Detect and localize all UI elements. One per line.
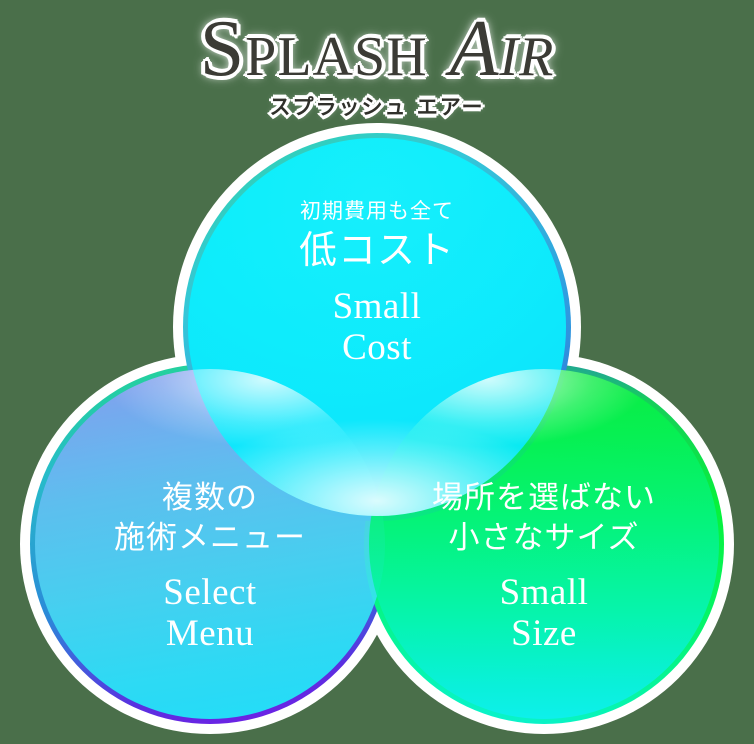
- circle-small-cost[interactable]: [188, 138, 566, 516]
